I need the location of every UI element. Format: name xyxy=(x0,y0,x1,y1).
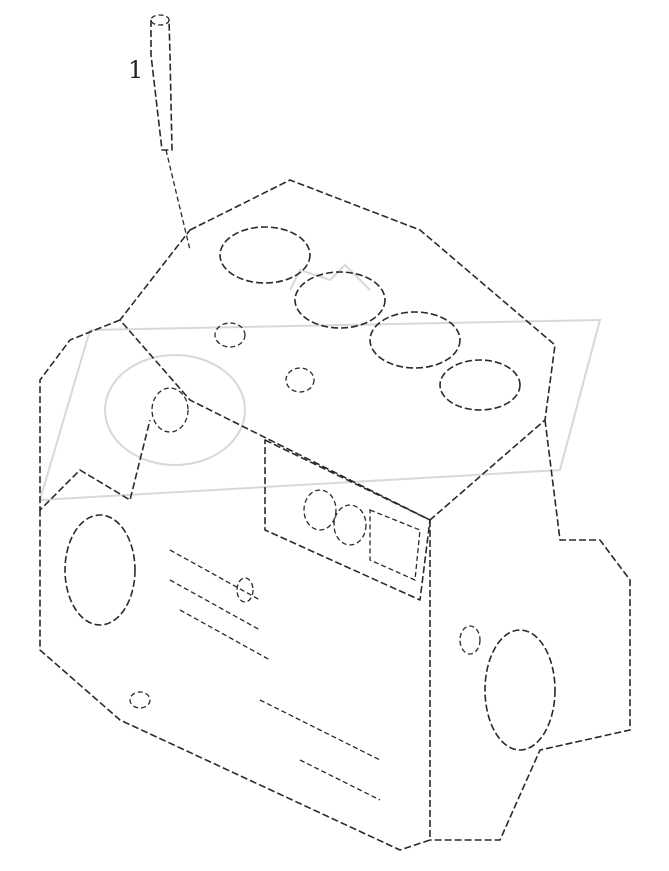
watermark xyxy=(38,263,602,502)
engine-block xyxy=(39,179,631,851)
callout-number: 1 xyxy=(128,56,144,84)
pin-part-1 xyxy=(150,14,191,251)
